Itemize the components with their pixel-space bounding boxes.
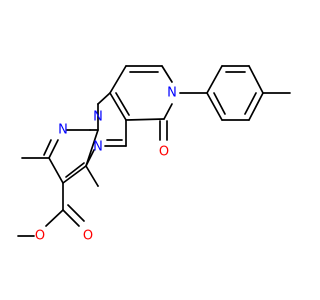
atom-o-ester: O (35, 229, 45, 244)
atom-n-pyrazole-2: N (58, 123, 68, 138)
atom-o-ester-carbonyl: O (83, 229, 93, 244)
bond-lines (17, 65, 291, 237)
atom-n-pyridinone: N (167, 86, 177, 101)
atom-labels: N O N N N O O (35, 86, 177, 244)
atom-n-pyrimidine: N (93, 140, 103, 155)
molecule-structure: N O N N N O O (17, 65, 291, 244)
atom-n-pyrazole-1: N (93, 110, 103, 125)
atom-o-carbonyl: O (159, 145, 169, 160)
